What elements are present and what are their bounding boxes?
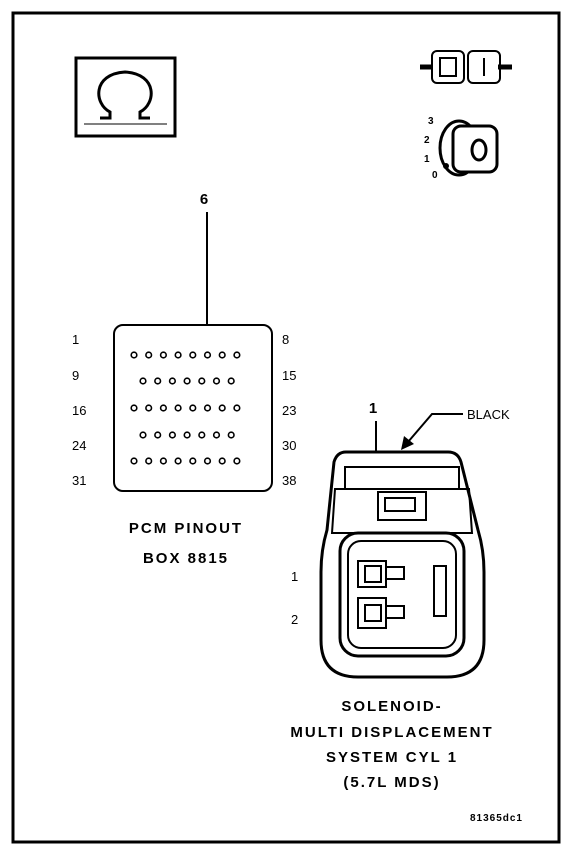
pcm-row-label-left-1: 1 <box>72 332 79 347</box>
pcm-pin-cavity <box>130 404 138 412</box>
solenoid-connector <box>319 450 486 679</box>
pcm-pin-cavity <box>145 457 153 465</box>
pcm-pin-cavity <box>159 404 167 412</box>
ignition-pos-1: 1 <box>424 154 431 165</box>
pcm-pin-cavity <box>212 377 221 385</box>
pcm-pin-cavity <box>168 431 176 439</box>
pcm-pin-cavity <box>145 351 153 359</box>
pcm-pin-cavity <box>174 457 182 465</box>
pcm-row-label-right-5: 38 <box>282 473 296 488</box>
pcm-pin-cavity <box>233 404 241 412</box>
connector-disconnect-icon <box>420 50 512 84</box>
pcm-pin-cavity <box>227 431 235 439</box>
pcm-pin-cavity <box>218 351 226 359</box>
ignition-pos-2: 2 <box>424 135 431 146</box>
pcm-row-label-left-5: 31 <box>72 473 86 488</box>
pcm-pin-cavity <box>130 351 138 359</box>
pcm-pin-cavity <box>145 404 153 412</box>
pcm-pin-cavity <box>174 404 182 412</box>
ignition-pos-3: 3 <box>428 116 435 127</box>
page-border <box>11 11 561 844</box>
pcm-row-label-right-3: 23 <box>282 403 296 418</box>
pcm-row-label-left-2: 9 <box>72 368 79 383</box>
pcm-pin-cavity <box>233 457 241 465</box>
connector-title-line2: MULTI DISPLACEMENT <box>290 724 493 741</box>
pcm-pin-cavity <box>139 431 147 439</box>
figure-id: 81365dc1 <box>470 813 523 824</box>
pcm-pin-cavity <box>189 404 197 412</box>
pcm-pin-cavity <box>218 404 226 412</box>
pcm-pin-cavity <box>183 377 191 385</box>
color-leader-arrowhead <box>401 436 414 450</box>
pcm-pin-cavity <box>203 457 212 465</box>
pcm-pin-grid <box>130 351 241 465</box>
pcm-pin-cavity <box>203 404 212 412</box>
pcm-pin-cavity <box>212 431 221 439</box>
pcm-pin-cavity <box>183 431 191 439</box>
connector-title-line3: SYSTEM CYL 1 <box>326 749 458 766</box>
pcm-row-label-left-4: 24 <box>72 438 86 453</box>
pcm-pin-cavity <box>159 457 167 465</box>
connector-color-label: BLACK <box>467 407 510 422</box>
pcm-pin-cavity <box>189 351 197 359</box>
pcm-pin-cavity <box>159 351 167 359</box>
pcm-row-label-right-4: 30 <box>282 438 296 453</box>
connector-pin-callout: 1 <box>369 400 379 417</box>
pcm-row-label-right-2: 15 <box>282 368 296 383</box>
pcm-pin-cavity <box>203 351 212 359</box>
pcm-pin-cavity <box>154 377 162 385</box>
pcm-pin-cavity <box>130 457 138 465</box>
pcm-title-line2: BOX 8815 <box>143 550 229 567</box>
pcm-pin-cavity <box>227 377 235 385</box>
connector-title-line1: SOLENOID- <box>341 698 442 715</box>
color-leader-line <box>407 413 463 443</box>
connector-cavity-label-2: 2 <box>291 612 298 627</box>
pcm-pin-cavity <box>233 351 241 359</box>
pcm-pin-cavity <box>139 377 147 385</box>
pcm-pin-cavity <box>154 431 162 439</box>
pcm-pin-cavity <box>198 377 206 385</box>
pcm-row-label-right-1: 8 <box>282 332 289 347</box>
pcm-pin-cavity <box>174 351 182 359</box>
pcm-pin-cavity <box>218 457 226 465</box>
pcm-pin-cavity <box>198 431 206 439</box>
ignition-pos-0: 0 <box>432 170 439 181</box>
pcm-row-label-left-3: 16 <box>72 403 86 418</box>
pcm-title-line1: PCM PINOUT <box>129 520 243 537</box>
pcm-pin-cavity <box>189 457 197 465</box>
pcm-pin-callout: 6 <box>200 191 210 208</box>
connector-title-line4: (5.7L MDS) <box>343 774 440 791</box>
pcm-pin-cavity <box>168 377 176 385</box>
ignition-key-icon: 3 2 1 0 <box>424 116 499 181</box>
ohm-meter-icon <box>74 56 177 138</box>
connector-cavity-label-1: 1 <box>291 569 298 584</box>
